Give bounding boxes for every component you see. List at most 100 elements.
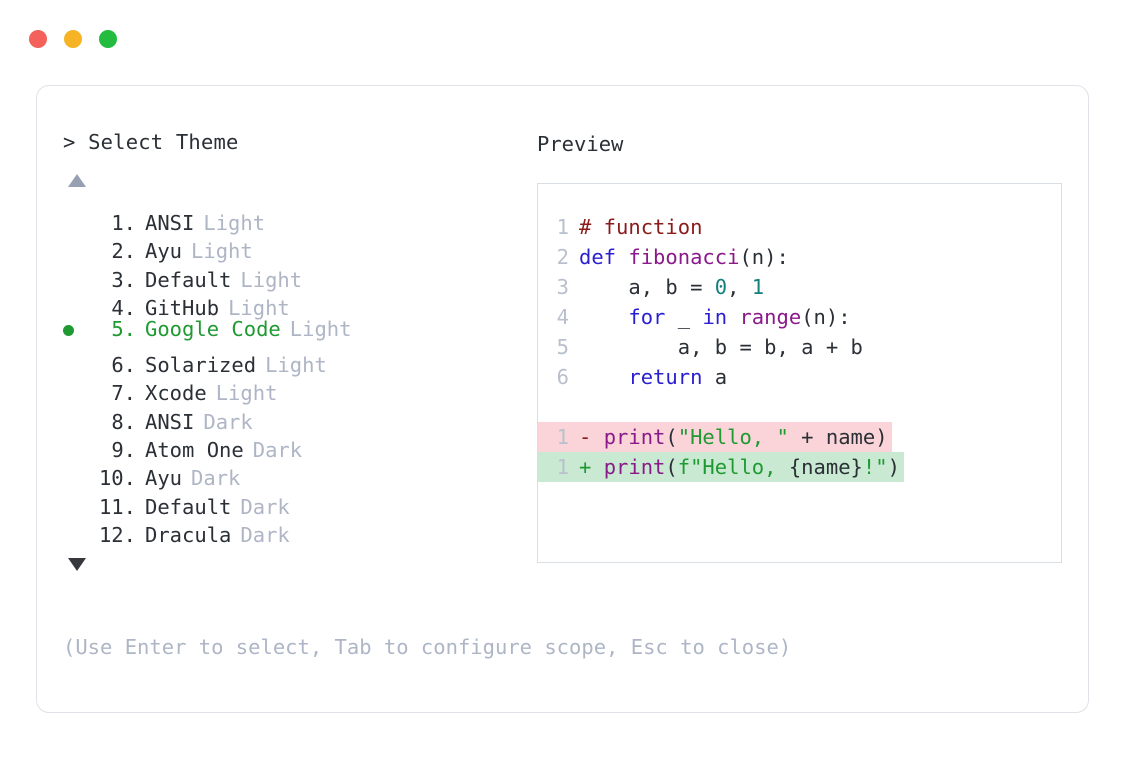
theme-index: 3. bbox=[111, 267, 136, 292]
selection-bullet-cell bbox=[63, 400, 89, 428]
code-line: 5 a, b = b, a + b bbox=[538, 332, 1061, 362]
code-token: (n): bbox=[801, 305, 851, 329]
diff-line-add: 1+ print(f"Hello, {name}!") bbox=[538, 452, 904, 482]
keyboard-hint: (Use Enter to select, Tab to configure s… bbox=[63, 635, 792, 659]
scroll-up-icon[interactable] bbox=[68, 173, 86, 187]
theme-name: Xcode bbox=[145, 381, 207, 406]
code-text: return a bbox=[579, 362, 727, 392]
code-token: ) bbox=[887, 455, 900, 479]
diff-line-del: 1- print("Hello, " + name) bbox=[538, 422, 892, 452]
code-line: 1 # function bbox=[538, 212, 1061, 242]
selection-bullet-cell bbox=[63, 287, 89, 315]
code-token: ( bbox=[665, 425, 678, 449]
code-token: def bbox=[579, 245, 629, 269]
theme-index: 9. bbox=[111, 438, 136, 463]
code-line: 6 return a bbox=[538, 362, 1061, 392]
theme-index: 8. bbox=[111, 409, 136, 434]
diff-body: 1- print("Hello, " + name)1+ print(f"Hel… bbox=[538, 422, 1061, 482]
code-text: for _ in range(n): bbox=[579, 302, 851, 332]
theme-variant: Dark bbox=[191, 466, 241, 491]
theme-list-item[interactable]: 1. ANSI Light bbox=[63, 202, 533, 235]
code-text: print(f"Hello, {name}!") bbox=[604, 452, 900, 482]
code-token: in bbox=[702, 305, 728, 329]
code-token: {name} bbox=[788, 455, 863, 479]
theme-name: Google Code bbox=[145, 317, 281, 342]
code-token bbox=[579, 305, 628, 329]
close-button[interactable] bbox=[29, 30, 47, 48]
theme-index: 7. bbox=[111, 381, 136, 406]
maximize-button[interactable] bbox=[99, 30, 117, 48]
code-text: def fibonacci(n): bbox=[579, 242, 789, 272]
theme-list-item[interactable]: 7. Xcode Light bbox=[63, 372, 533, 405]
selection-bullet-cell bbox=[63, 343, 89, 371]
theme-variant: Light bbox=[215, 381, 278, 406]
theme-index: 6. bbox=[111, 352, 136, 377]
theme-list-item[interactable]: 11. Default Dark bbox=[63, 485, 533, 519]
code-token: fibonacci bbox=[628, 245, 740, 269]
theme-variant: Light bbox=[203, 210, 266, 235]
theme-variant: Dark bbox=[240, 523, 290, 548]
theme-variant: Light bbox=[191, 239, 253, 264]
code-token: 1 bbox=[751, 275, 765, 299]
code-token: print bbox=[603, 455, 666, 479]
selected-bullet-icon bbox=[63, 325, 74, 337]
scroll-down-icon[interactable] bbox=[68, 558, 86, 572]
minimize-button[interactable] bbox=[64, 30, 82, 48]
code-token: return bbox=[628, 365, 703, 389]
theme-list-item[interactable]: 10. Ayu Dark bbox=[63, 457, 533, 490]
theme-list-item[interactable]: 4. GitHub Light bbox=[63, 287, 533, 320]
theme-name: ANSI bbox=[145, 210, 195, 235]
code-token bbox=[727, 305, 739, 329]
theme-name: Default bbox=[145, 494, 232, 519]
code-text: # function bbox=[579, 212, 702, 242]
code-token: , bbox=[727, 275, 752, 299]
theme-name: Solarized bbox=[145, 352, 257, 377]
theme-variant: Dark bbox=[203, 409, 253, 434]
line-number: 1 bbox=[556, 215, 569, 239]
theme-variant: Light bbox=[228, 296, 290, 321]
code-token: 0 bbox=[714, 275, 728, 299]
line-number: 3 bbox=[556, 275, 569, 299]
code-token: print bbox=[603, 425, 666, 449]
diff-sign: + bbox=[579, 455, 604, 479]
theme-index: 1. bbox=[111, 210, 136, 235]
theme-name: Default bbox=[145, 267, 232, 292]
theme-index: 4. bbox=[111, 296, 136, 321]
theme-index: 11. bbox=[98, 494, 136, 519]
theme-index: 10. bbox=[98, 466, 136, 491]
code-token: ( bbox=[665, 455, 678, 479]
picker-prompt: > Select Theme bbox=[63, 130, 239, 154]
code-text: print("Hello, " + name) bbox=[604, 422, 888, 452]
selection-bullet-cell bbox=[63, 258, 89, 286]
code-token: a, b = b, a + b bbox=[579, 335, 863, 359]
selection-bullet-cell bbox=[63, 514, 89, 542]
line-number: 4 bbox=[556, 305, 569, 329]
code-token: for bbox=[628, 305, 666, 329]
theme-list-item[interactable]: 2. Ayu Light bbox=[63, 230, 533, 263]
theme-variant: Dark bbox=[240, 494, 290, 519]
theme-index: 2. bbox=[111, 239, 136, 264]
theme-name: Dracula bbox=[145, 523, 232, 548]
selection-bullet-cell bbox=[63, 202, 89, 230]
theme-variant: Dark bbox=[252, 438, 303, 463]
theme-name: Ayu bbox=[145, 239, 183, 264]
code-token: range bbox=[739, 305, 802, 329]
theme-list-item[interactable]: 6. Solarized Light bbox=[63, 343, 533, 377]
window-titlebar bbox=[29, 30, 117, 48]
theme-name: Ayu bbox=[145, 466, 183, 491]
selection-bullet-cell bbox=[63, 316, 89, 344]
code-token: !" bbox=[862, 455, 888, 479]
theme-variant: Light bbox=[265, 352, 327, 377]
code-spacer bbox=[538, 392, 1061, 422]
theme-name: GitHub bbox=[145, 296, 220, 321]
